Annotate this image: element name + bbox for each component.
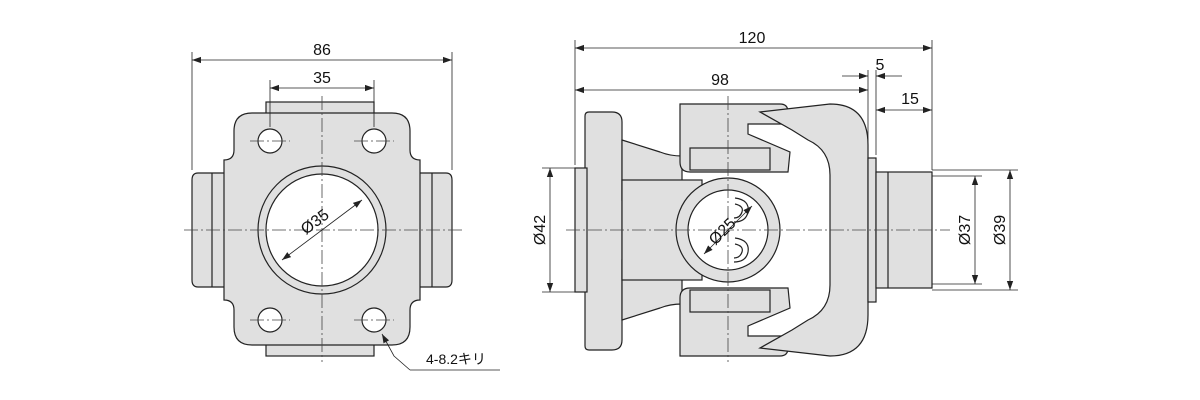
side-view: 120 98 5 15 Ø42 Ø25 Ø37 Ø39 (532, 30, 1018, 362)
bearing-bottom (689, 289, 771, 313)
dim-overall-length: 120 (739, 30, 766, 47)
front-view: 86 35 Ø35 4-8.2キリ (184, 42, 500, 371)
right-yoke (758, 103, 869, 357)
dim-flange-diameter: Ø42 (532, 215, 549, 245)
dim-shaft-length: 15 (901, 91, 919, 108)
dim-gap: 5 (876, 57, 885, 74)
dim-width: 86 (313, 42, 331, 59)
dim-shaft-diameter-2: Ø39 (992, 215, 1009, 245)
flange (584, 111, 623, 351)
bearing-top (689, 147, 771, 171)
hole-note: 4-8.2キリ (426, 351, 486, 367)
dim-hole-pitch: 35 (313, 70, 331, 87)
dim-flange-to-yoke: 98 (711, 72, 729, 89)
dim-shaft-diameter-1: Ø37 (957, 215, 974, 245)
